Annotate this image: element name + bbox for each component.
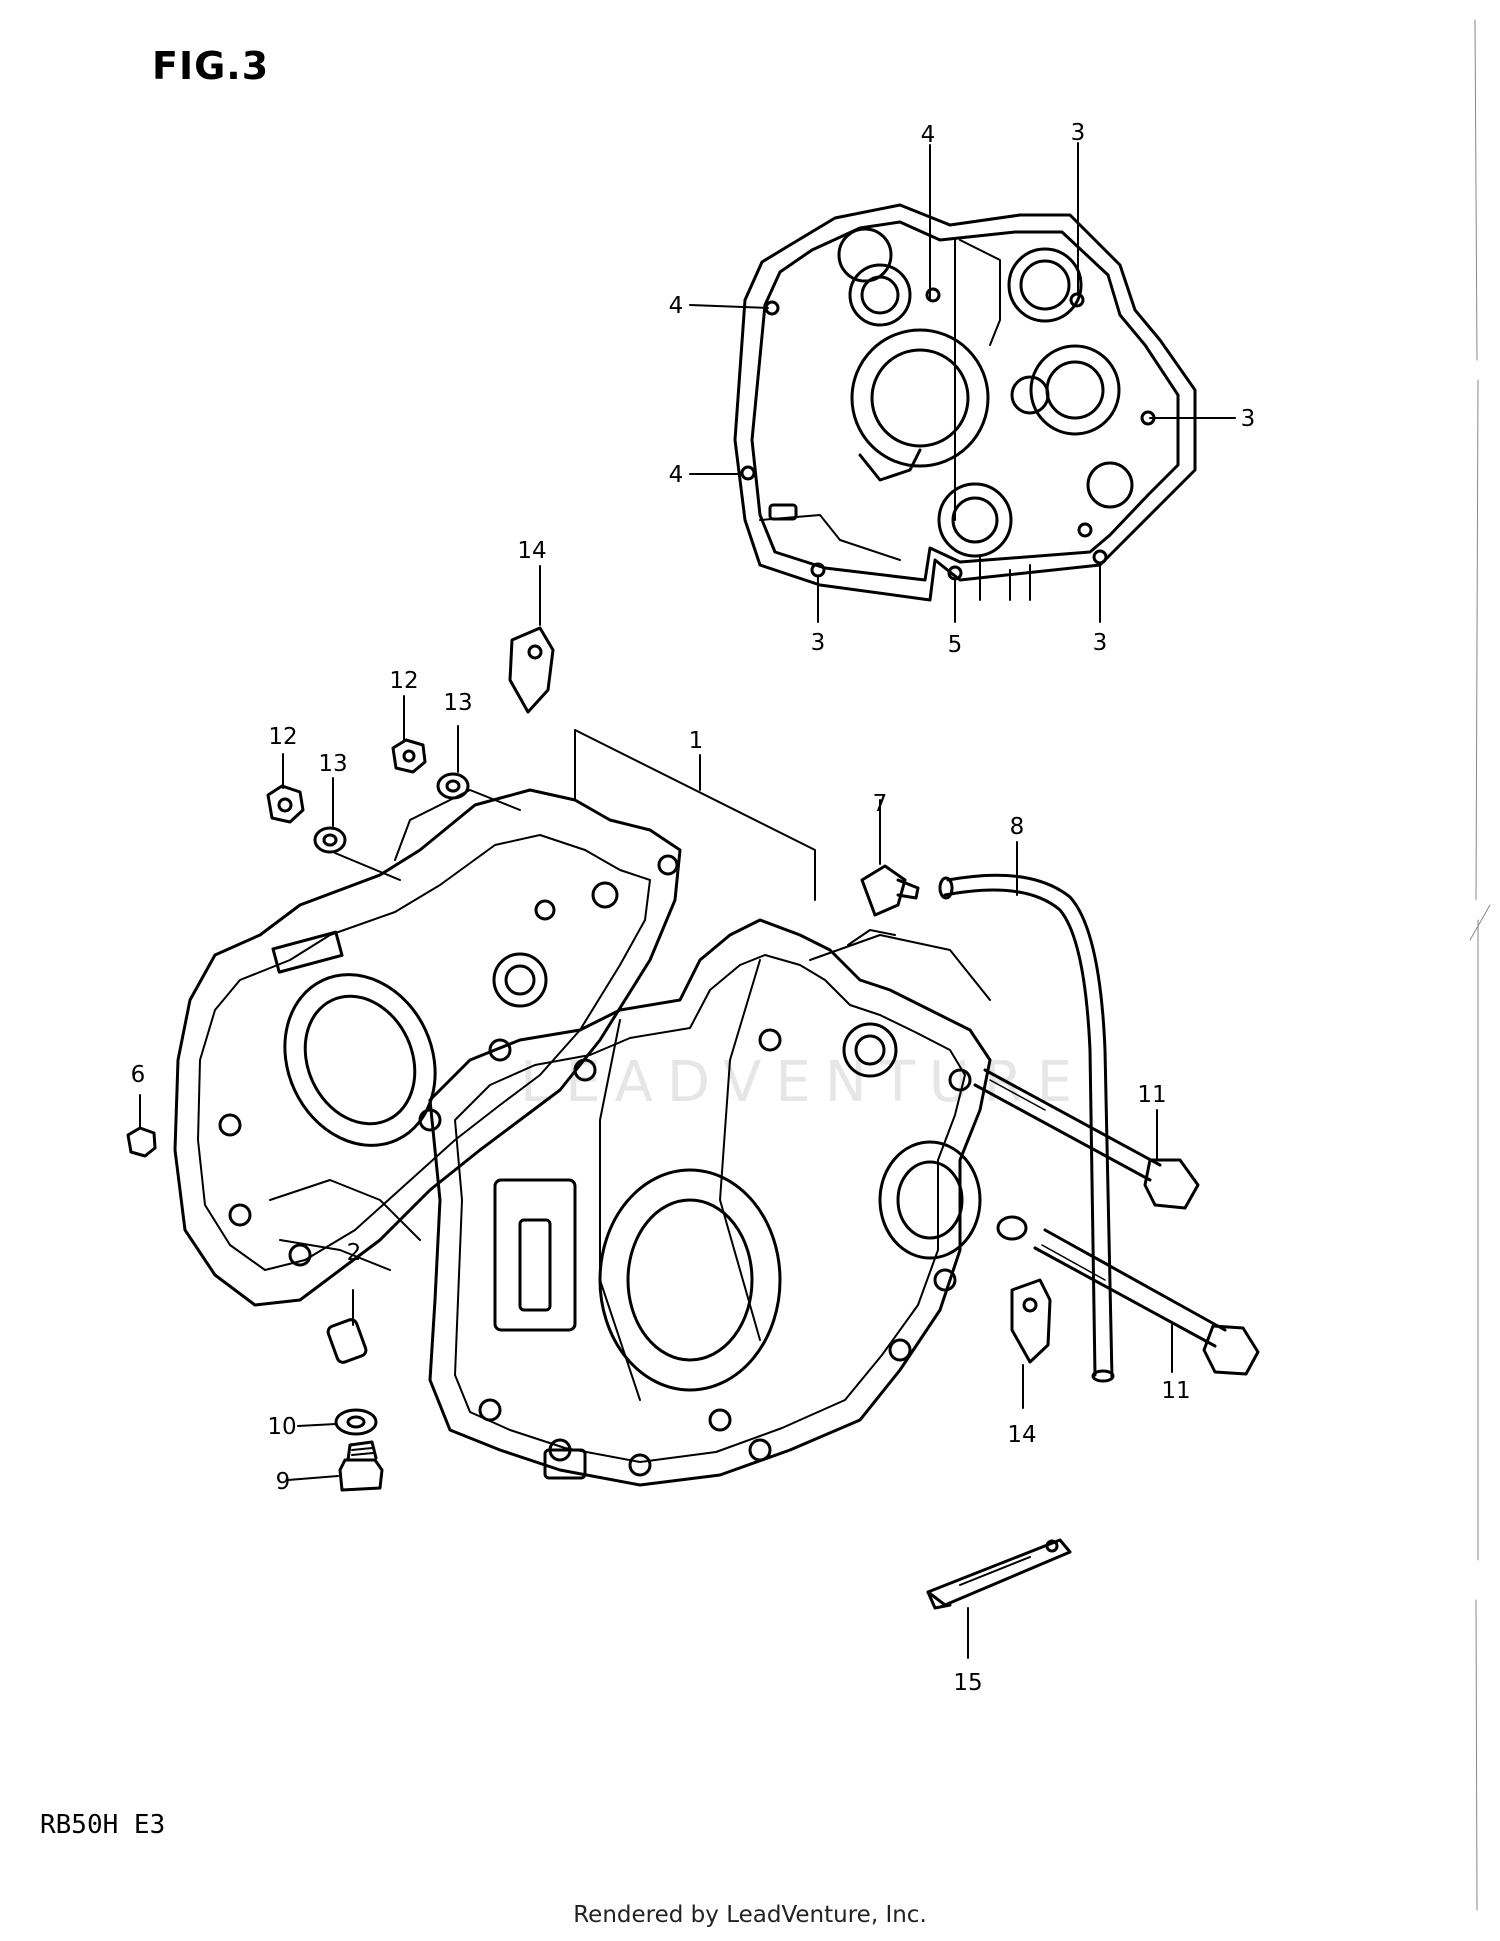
crankcase-left-half [173,788,682,1307]
callout-6: 6 [131,1062,146,1088]
bolt-11-b [996,1215,1260,1376]
callout-11-b: 11 [1161,1378,1190,1404]
bracket-frame-1 [574,729,816,901]
callout-3-d: 3 [1093,630,1108,656]
callout-10: 10 [267,1414,296,1440]
callout-3-b: 3 [1241,406,1256,432]
crankcase-inner-view [733,203,1197,602]
nut-12-a [266,784,305,824]
breather-hose-8 [938,873,1115,1383]
crankcase-right-half [428,918,992,1487]
elbow-7 [860,864,920,917]
drain-plug-9 [338,1440,384,1492]
callout-14-b: 14 [1007,1422,1036,1448]
gasket-14-top [508,626,555,714]
footer-credit: Rendered by LeadVenture, Inc. [573,1902,927,1928]
model-code: RB50H E3 [40,1810,166,1840]
callout-4-a: 4 [921,122,936,148]
callout-12-b: 12 [268,724,297,750]
callout-13-a: 13 [443,690,472,716]
callout-5: 5 [948,632,963,658]
scan-noise [1469,19,1491,1911]
bolt-11-a [973,1068,1200,1210]
callout-15: 15 [953,1670,982,1696]
callout-3-a: 3 [1071,120,1086,146]
callout-11-a: 11 [1137,1082,1166,1108]
nut-6 [126,1126,157,1158]
figure-title: FIG.3 [152,44,270,88]
callout-14-a: 14 [517,538,546,564]
leader-lines [139,142,1236,1659]
callout-7: 7 [873,791,888,817]
nut-12-b [391,738,427,774]
callout-12-a: 12 [389,668,418,694]
callout-13-b: 13 [318,751,347,777]
callout-4-b: 4 [669,293,684,319]
washer-10 [334,1408,378,1436]
callout-9: 9 [276,1469,291,1495]
callout-8: 8 [1010,814,1025,840]
dowel-2 [326,1318,368,1364]
callout-2: 2 [347,1240,362,1266]
clamp-15 [926,1538,1072,1610]
callout-4-c: 4 [669,462,684,488]
callout-3-c: 3 [811,630,826,656]
callout-1: 1 [689,728,704,754]
washer-13-b [436,772,470,800]
gasket-14-bottom [1010,1278,1052,1364]
callout-labels: 4 3 4 3 4 3 5 3 14 12 13 12 13 1 7 8 11 … [131,120,1256,1696]
washer-13-a [313,826,347,854]
